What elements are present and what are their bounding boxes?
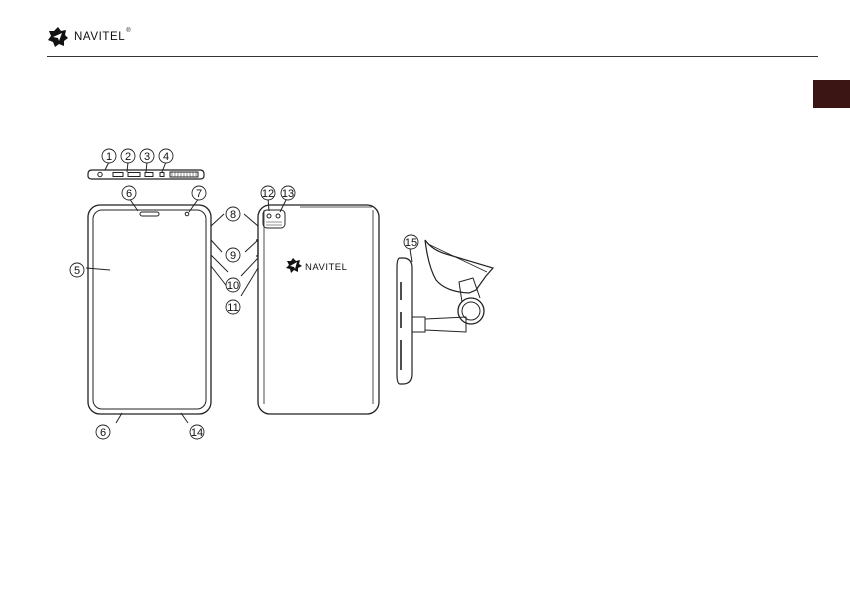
svg-text:7: 7: [196, 188, 202, 200]
callout-11: 11: [226, 300, 240, 314]
svg-text:6: 6: [126, 188, 132, 200]
svg-text:8: 8: [230, 209, 236, 221]
callout-7: 7: [192, 186, 206, 200]
svg-text:1: 1: [106, 151, 112, 163]
callout-5: 5: [70, 263, 84, 277]
svg-text:5: 5: [74, 265, 80, 277]
svg-text:3: 3: [144, 151, 150, 163]
device-front-view: [86, 198, 211, 423]
callout-6-top: 6: [122, 186, 136, 200]
device-side-mount-view: [397, 240, 493, 384]
device-back-view: [256, 198, 379, 414]
callout-4: 4: [159, 149, 173, 163]
callout-10: 10: [226, 278, 240, 292]
callout-13: 13: [281, 186, 295, 200]
svg-text:6: 6: [100, 427, 106, 439]
device-back-logo: NAVITEL: [286, 258, 347, 273]
callout-6-bottom: 6: [96, 425, 110, 439]
svg-text:15: 15: [405, 237, 417, 249]
svg-text:13: 13: [282, 188, 294, 200]
svg-text:2: 2: [125, 151, 131, 163]
callout-14: 14: [190, 425, 204, 439]
callout-2: 2: [121, 149, 135, 163]
svg-text:4: 4: [163, 151, 169, 163]
callout-12: 12: [261, 186, 275, 200]
callout-8: 8: [226, 207, 240, 221]
device-top-edge-view: [88, 162, 204, 179]
callout-9: 9: [226, 248, 240, 262]
svg-text:14: 14: [191, 427, 203, 439]
svg-text:10: 10: [227, 280, 239, 292]
callout-3: 3: [140, 149, 154, 163]
callout-1: 1: [102, 149, 116, 163]
callout-15: 15: [404, 235, 418, 249]
svg-text:11: 11: [227, 302, 238, 314]
svg-text:9: 9: [230, 250, 236, 262]
callout-markers: 1 2 3 4 5 6 7 8 9 10 11 12 13 6 14 15: [70, 149, 418, 439]
device-logo-text: NAVITEL: [305, 262, 347, 273]
svg-text:12: 12: [262, 188, 274, 200]
